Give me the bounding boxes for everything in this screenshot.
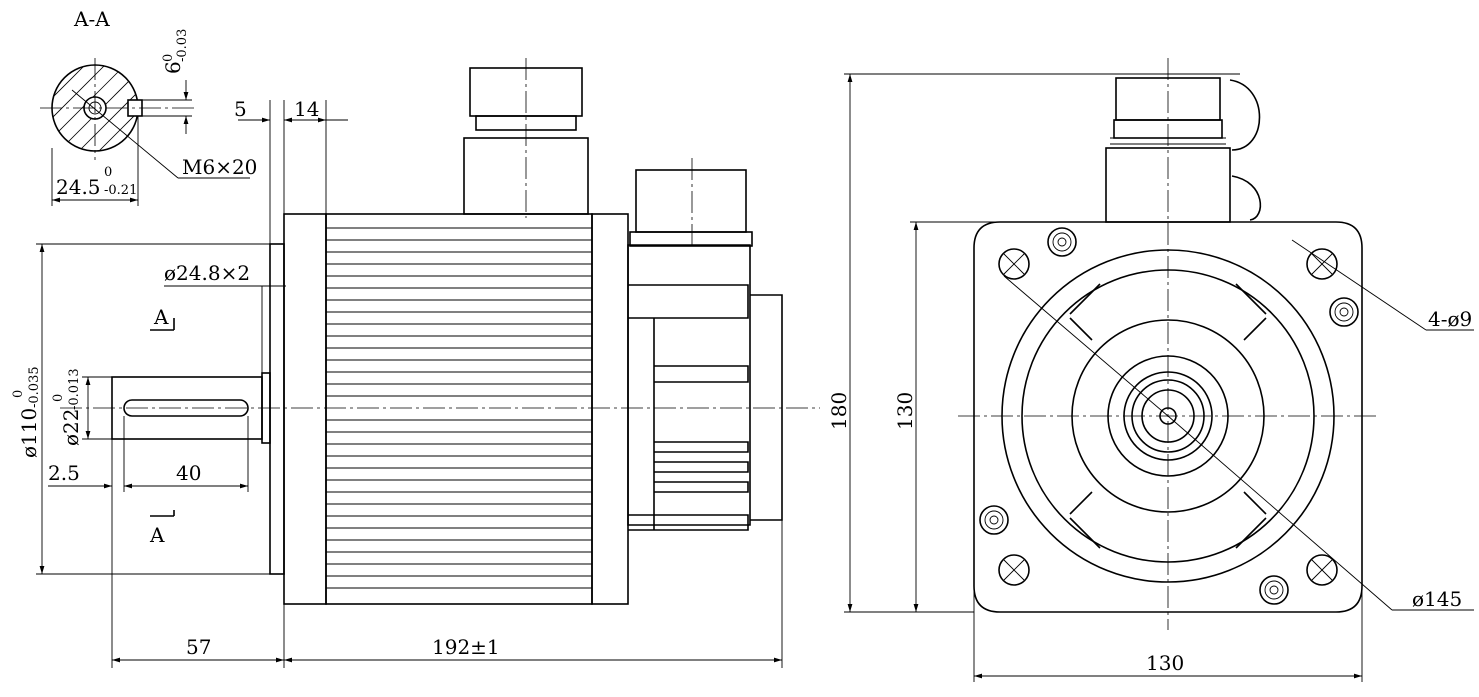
pitch-circle-label: ø145 [1412,587,1462,611]
section-view: A-A 6 0 -0.03 24.5 0 [40,7,257,206]
flange-ribs [1069,283,1267,549]
front-view: 4-ø9 ø145 180 130 130 [827,58,1474,682]
flange-offset-label: 14 [294,97,319,121]
key-length-label: 40 [176,461,201,485]
threaded-hole-2 [1329,297,1359,327]
key-depth-tol-upper: 0 [104,165,112,180]
shaft-tol-upper: 0 [51,394,66,402]
front-housing [283,213,327,605]
motor-body [325,213,593,605]
section-title: A-A [73,7,110,31]
key-depth-value: 24.5 [56,175,101,199]
flange-width-label: 130 [1146,651,1184,675]
power-connector [463,58,589,218]
front-power-connector [1105,147,1231,223]
mounting-hole-tl [998,248,1030,280]
key-offset-label: 2.5 [48,461,80,485]
mounting-hole-bl [998,554,1030,586]
shaft-key [123,399,249,417]
section-mark-bottom: A [149,523,165,547]
cooling-fins [326,227,592,589]
spigot-ring [1071,319,1265,513]
encoder-connector [629,158,753,250]
keyway-width-tol-upper: 0 [161,54,176,62]
overall-height-label: 180 [827,392,851,430]
shaft-tol-lower: -0.013 [67,368,82,410]
front-flange [973,221,1363,613]
shaft-length-label: 57 [186,635,211,659]
mounting-hole-br [1306,554,1338,586]
thread-callout: M6×20 [182,155,257,179]
shaft-flange-dia-label: ø24.8×2 [164,261,250,285]
mounting-hole-tr [1306,248,1338,280]
spigot-dia-label: ø110 [17,408,41,458]
pitch-circle-outer [1001,249,1335,583]
rear-cap [750,294,783,521]
side-view: 5 14 ø24.8×2 A A ø110 0 -0.035 ø22 0 -0.… [11,58,820,668]
mounting-holes-label: 4-ø9 [1428,307,1472,331]
encoder-cover [627,244,751,526]
keyway-width-value: 6 [161,61,185,74]
shaft-dia-label: ø22 [59,409,83,447]
threaded-hole-4 [1259,575,1289,605]
key-depth-tol-lower: -0.21 [104,183,137,198]
keyway-width-tol-lower: -0.03 [175,29,190,62]
rear-housing [591,213,629,605]
flange-thickness-label: 5 [234,97,247,121]
spigot-tol-upper: 0 [11,390,26,398]
front-shaft [1159,407,1177,425]
threaded-hole-1 [1047,227,1077,257]
flange-plate [269,243,285,575]
flange-height-label: 130 [893,392,917,430]
body-length-label: 192±1 [432,635,500,659]
section-mark-top: A [153,305,169,329]
spigot-tol-lower: -0.035 [27,366,42,408]
threaded-hole-3 [979,505,1009,535]
